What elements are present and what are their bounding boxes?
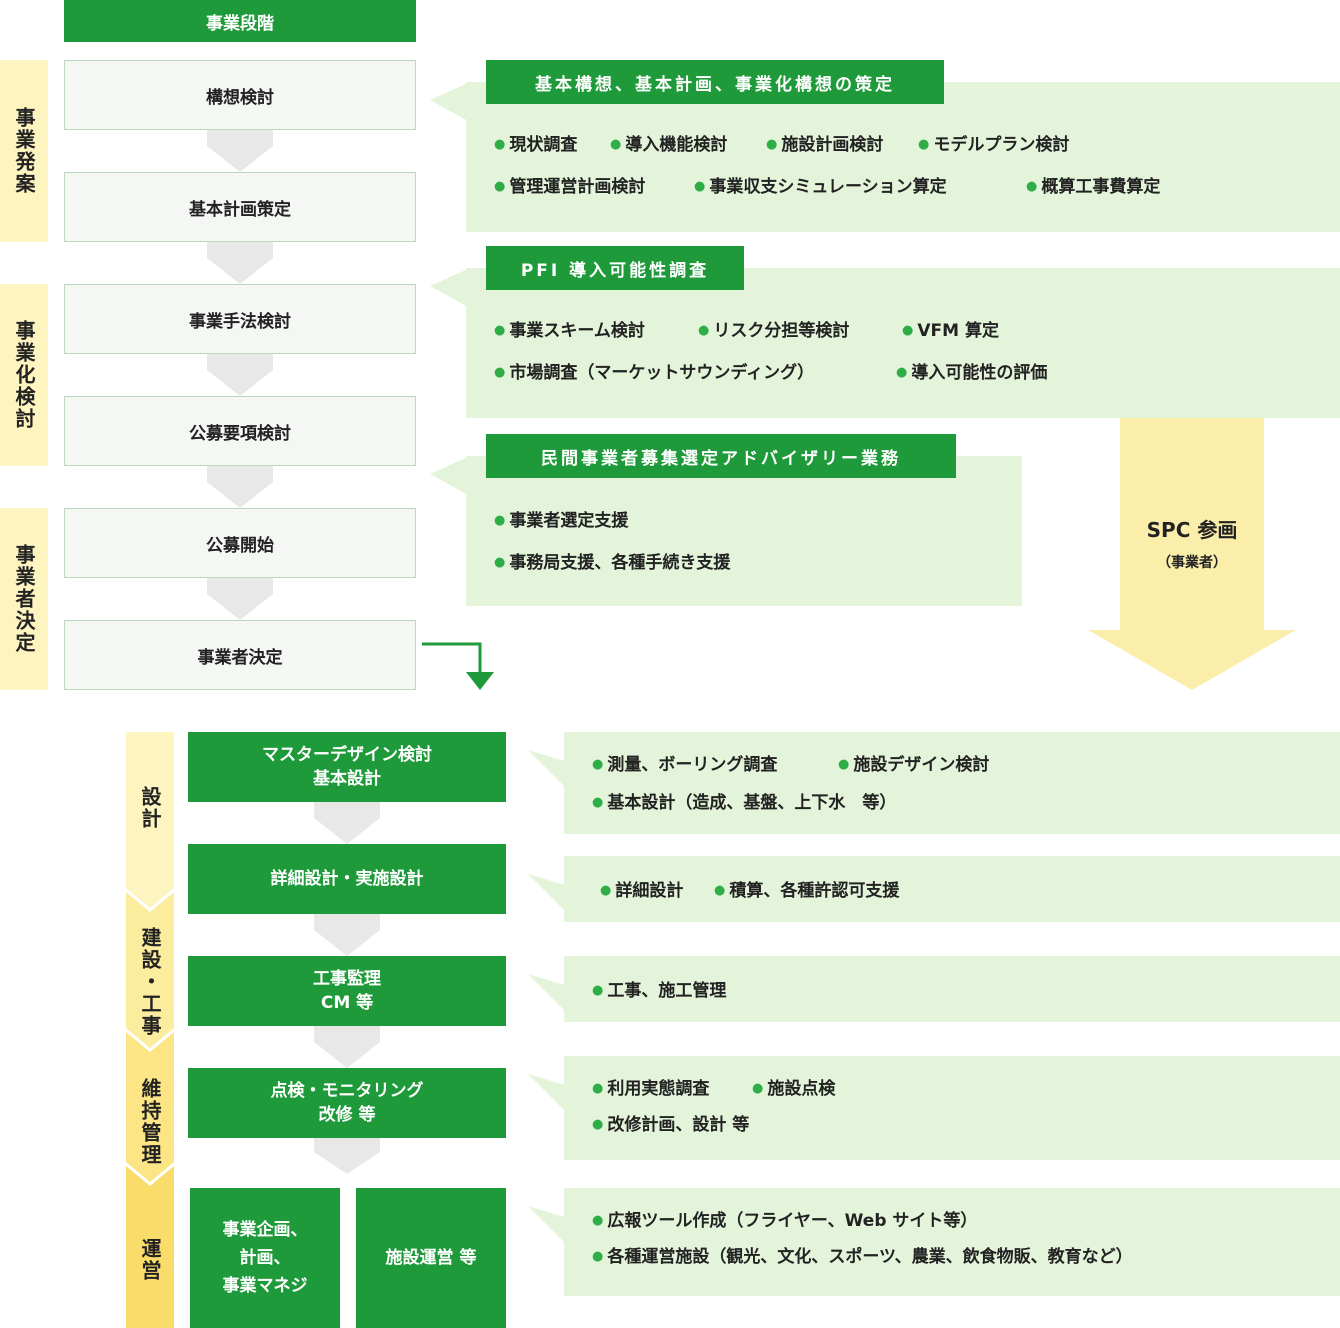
list-item: 利用実態調査 — [592, 1074, 709, 1099]
panel-pointer — [430, 268, 470, 308]
list-item: 広報ツール作成（フライヤー、Web サイト等） — [592, 1206, 977, 1231]
step-detail-design: 詳細設計・実施設計 — [188, 844, 506, 914]
step-line: 基本設計 — [313, 769, 381, 789]
step-guideline-study: 公募要項検討 — [64, 396, 416, 466]
list-item: 事業収支シミュレーション算定 — [694, 172, 946, 197]
list-item: 積算、各種許認可支援 — [714, 876, 899, 901]
list-item: 施設点検 — [752, 1074, 835, 1099]
list-item: 事業者選定支援 — [494, 506, 628, 531]
step-basic-plan: 基本計画策定 — [64, 172, 416, 242]
step-concept-study: 構想検討 — [64, 60, 416, 130]
list-item: 現状調査 — [494, 130, 577, 155]
turn-down-arrow-icon — [422, 642, 494, 690]
panel-title: PFI 導入可能性調査 — [486, 246, 744, 290]
step-line: 事業企画、 — [222, 1220, 308, 1240]
step-line: 詳細設計・実施設計 — [270, 869, 424, 889]
panel-pointer — [528, 974, 568, 1014]
step-line: 改修 等 — [318, 1105, 376, 1125]
panel-pointer — [430, 456, 470, 496]
step-master-design: マスターデザイン検討 基本設計 — [188, 732, 506, 802]
list-item: 改修計画、設計 等 — [592, 1110, 749, 1135]
panel-concept-planning — [466, 82, 1340, 232]
chevron-down-icon — [314, 1026, 380, 1068]
list-item: 導入可能性の評価 — [896, 358, 1047, 383]
chevron-down-icon — [207, 354, 273, 396]
chevron-down-icon — [207, 578, 273, 620]
chevron-down-icon — [207, 466, 273, 508]
chevron-down-icon — [207, 242, 273, 284]
list-item: 施設デザイン検討 — [838, 750, 989, 775]
panel-title: 民間事業者募集選定アドバイザリー業務 — [486, 434, 956, 478]
step-facility-operation: 施設運営 等 — [356, 1188, 506, 1328]
list-item: 詳細設計 — [600, 876, 683, 901]
stage-column — [126, 732, 174, 1328]
spc-arrow-icon — [1088, 418, 1296, 690]
panel-pointer — [430, 82, 470, 122]
chevron-down-icon — [207, 130, 273, 172]
step-line: 点検・モニタリング — [270, 1081, 424, 1101]
step-line: 工事監理 — [313, 969, 381, 989]
step-inspection: 点検・モニタリング 改修 等 — [188, 1068, 506, 1138]
step-construction-supervision: 工事監理 CM 等 — [188, 956, 506, 1026]
list-item: 市場調査（マーケットサウンディング） — [494, 358, 814, 383]
chevron-down-icon — [314, 802, 380, 844]
step-line: 計画、 — [239, 1248, 291, 1268]
list-item: 導入機能検討 — [610, 130, 727, 155]
panel-pointer — [528, 1074, 568, 1114]
list-item: 測量、ボーリング調査 — [592, 750, 777, 775]
step-line: 事業マネジ — [222, 1276, 308, 1296]
step-line: CM 等 — [320, 993, 374, 1013]
chevron-down-icon — [314, 1138, 380, 1174]
list-item: VFM 算定 — [902, 316, 999, 341]
step-line: 施設運営 等 — [385, 1248, 477, 1268]
panel-detail-design — [564, 856, 1340, 922]
stage-label-construction: 建設・工事 — [138, 927, 162, 1037]
panel-pointer — [528, 750, 568, 790]
panel-design — [564, 732, 1340, 834]
stage-label-feasibility: 事業化検討 — [0, 284, 48, 466]
panel-maintenance — [564, 1056, 1340, 1160]
step-method-study: 事業手法検討 — [64, 284, 416, 354]
step-line: マスターデザイン検討 — [262, 745, 432, 765]
panel-pointer — [528, 1206, 568, 1246]
step-public-offering: 公募開始 — [64, 508, 416, 578]
step-operator-decision: 事業者決定 — [64, 620, 416, 690]
panel-pointer — [528, 874, 568, 914]
list-item: リスク分担等検討 — [698, 316, 849, 341]
list-item: 事務局支援、各種手続き支援 — [494, 548, 730, 573]
list-item: 施設計画検討 — [766, 130, 883, 155]
panel-pfi-feasibility — [466, 268, 1340, 418]
spc-subtitle: （事業者） — [1157, 555, 1227, 571]
list-item: モデルプラン検討 — [918, 130, 1069, 155]
phase-header: 事業段階 — [64, 0, 416, 42]
list-item: 工事、施工管理 — [592, 976, 726, 1001]
chevron-down-icon — [314, 914, 380, 956]
list-item: 各種運営施設（観光、文化、スポーツ、農業、飲食物販、教育など） — [592, 1242, 1132, 1267]
stage-label-maintenance: 維持管理 — [138, 1078, 162, 1166]
panel-advisory — [466, 456, 1022, 606]
list-item: 事業スキーム検討 — [494, 316, 645, 341]
stage-label-proposal: 事業発案 — [0, 60, 48, 242]
step-business-planning: 事業企画、 計画、 事業マネジ — [190, 1188, 340, 1328]
stage-label-design: 設計 — [138, 786, 162, 830]
panel-title: 基本構想、基本計画、事業化構想の策定 — [486, 60, 944, 104]
spc-title: SPC 参画 — [1146, 518, 1238, 542]
list-item: 管理運営計画検討 — [494, 172, 645, 197]
list-item: 基本設計（造成、基盤、上下水 等） — [592, 788, 896, 813]
list-item: 概算工事費算定 — [1026, 172, 1160, 197]
stage-label-operation: 運営 — [138, 1238, 162, 1282]
stage-label-operator-decision: 事業者決定 — [0, 508, 48, 690]
